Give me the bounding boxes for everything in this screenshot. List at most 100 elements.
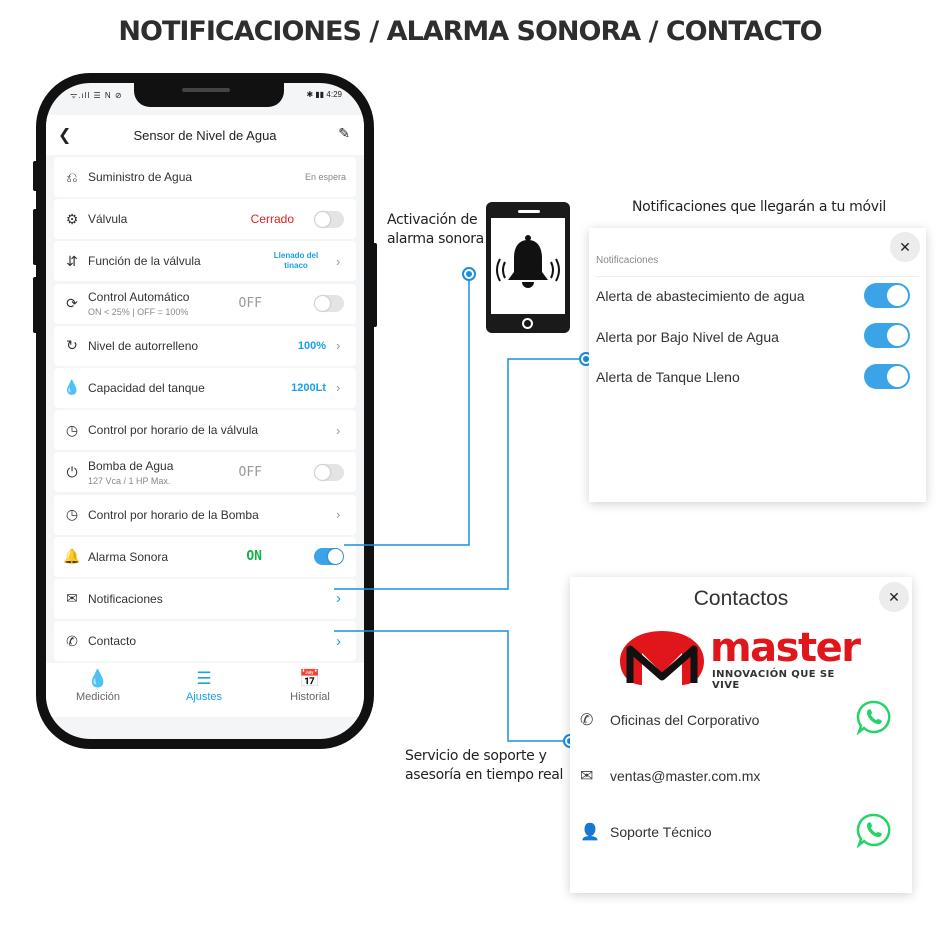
row-pump-schedule[interactable]: ◷ Control por horario de la Bomba ›: [54, 494, 356, 535]
row-label: Control por horario de la válvula: [88, 423, 259, 438]
settings-list: ⎌ Suministro de Agua En espera ⚙ Válvula…: [54, 157, 356, 663]
master-logo: master INNOVACIÓN QUE SE VIVE: [616, 623, 866, 691]
row-tank-capacity[interactable]: 💧 Capacidad del tanque 1200Lt ›: [54, 367, 356, 408]
up-down-arrows-icon: ⇵: [66, 252, 78, 269]
row-contact[interactable]: ✆ Contacto ›: [54, 621, 356, 662]
row-label: Válvula: [88, 212, 128, 227]
contact-label: Soporte Técnico: [610, 824, 712, 840]
notifications-header: Notificaciones: [596, 255, 659, 266]
bell-icon: 🔔: [63, 548, 81, 565]
whatsapp-icon[interactable]: [856, 812, 892, 848]
row-notifications[interactable]: ✉ Notificaciones ›: [54, 578, 356, 619]
app-title: Sensor de Nivel de Agua: [133, 128, 277, 143]
auto-control-toggle[interactable]: [314, 295, 344, 313]
valve-toggle[interactable]: [314, 210, 344, 228]
phone-illustration-screen: [491, 218, 565, 314]
mail-icon: ✉: [580, 768, 594, 785]
phone-volume-up: [33, 209, 38, 265]
sound-alarm-toggle[interactable]: [314, 548, 344, 566]
back-arrow-icon[interactable]: ❮: [58, 127, 72, 144]
tab-label: Historial: [290, 691, 330, 703]
phone-notch: [134, 83, 284, 107]
valve-icon: ⚙: [65, 210, 79, 227]
row-auto-control[interactable]: ⟳ Control Automático ON < 25% | OFF = 10…: [54, 283, 356, 324]
contact-item-offices[interactable]: ✆ Oficinas del Corporativo: [580, 710, 759, 730]
row-label: Suministro de Agua: [88, 170, 193, 184]
mail-icon: ✉: [66, 590, 78, 607]
notification-item-supply: Alerta de abastecimiento de agua: [596, 288, 805, 304]
contact-label: ventas@master.com.mx: [610, 768, 761, 784]
notifications-card: ✕ Notificaciones Alerta de abastecimient…: [589, 228, 926, 502]
row-water-supply[interactable]: ⎌ Suministro de Agua En espera: [54, 157, 356, 197]
phone-mockup: ᯤ.ıll ☰ N ⊘ ✱ ▮▮ 4:29 ❮ Sensor de Nivel …: [33, 73, 377, 749]
status-clock: ✱ ▮▮ 4:29: [306, 90, 342, 99]
row-valve-schedule[interactable]: ◷ Control por horario de la válvula ›: [54, 410, 356, 451]
sliders-icon: ☰: [196, 669, 212, 688]
tab-historial[interactable]: 📅 Historial: [270, 669, 350, 703]
master-m-emblem-icon: [620, 631, 704, 685]
notification-toggle-supply[interactable]: [864, 283, 910, 308]
row-text: Control Automático ON < 25% | OFF = 100%: [84, 290, 239, 317]
tab-label: Medición: [75, 691, 121, 703]
phone-side-button: [33, 161, 38, 191]
person-icon: 👤: [580, 824, 600, 841]
notification-item-full-tank: Alerta de Tanque Lleno: [596, 369, 740, 385]
row-sub: ON < 25% | OFF = 100%: [88, 307, 189, 318]
power-icon: ⏻: [66, 463, 78, 480]
phone-speaker: [518, 210, 540, 213]
edit-pencil-icon[interactable]: ✎: [338, 125, 350, 141]
alarm-label-line1: Activación de: [387, 212, 478, 228]
alarm-connector: [344, 274, 470, 546]
close-icon[interactable]: ✕: [879, 582, 909, 612]
off-stamp: OFF: [238, 296, 262, 312]
contact-item-email[interactable]: ✉ ventas@master.com.mx: [580, 766, 760, 786]
phone-icon: ✆: [580, 712, 594, 729]
row-label: Notificaciones: [88, 591, 163, 606]
row-label: Capacidad del tanque: [88, 380, 205, 395]
phone-home-button: [522, 318, 533, 329]
row-valve-function[interactable]: ⇵ Función de la válvula Llenado del tina…: [54, 241, 356, 282]
page-headline: NOTIFICACIONES / ALARMA SONORA / CONTACT…: [118, 16, 822, 47]
row-label: Control Automático: [88, 290, 190, 305]
row-refill-level[interactable]: ↻ Nivel de autorrelleno 100% ›: [54, 325, 356, 366]
row-label: Control por horario de la Bomba: [88, 507, 259, 522]
chevron-right-icon: ›: [336, 422, 341, 438]
contact-connector: [334, 630, 570, 742]
pump-toggle[interactable]: [314, 463, 344, 481]
refresh-icon: ↻: [66, 337, 78, 354]
contact-item-support[interactable]: 👤 Soporte Técnico: [580, 822, 712, 842]
notifications-callout-label: Notificaciones que llegarán a tu móvil: [632, 199, 886, 215]
chevron-right-icon[interactable]: ›: [336, 632, 341, 650]
auto-cycle-icon: ⟳: [66, 295, 78, 312]
support-label-line2: asesoría en tiempo real: [405, 767, 564, 783]
logo-tagline: INNOVACIÓN QUE SE VIVE: [712, 669, 835, 691]
whatsapp-icon[interactable]: [856, 699, 892, 735]
water-tap-icon: ⎌: [66, 168, 78, 185]
close-icon[interactable]: ✕: [890, 232, 920, 262]
row-text: Bomba de Agua 127 Vca / 1 HP Max.: [84, 459, 239, 486]
phone-volume-down: [33, 277, 38, 333]
notification-toggle-low-level[interactable]: [864, 323, 910, 348]
tab-medicion[interactable]: 💧 Medición: [58, 669, 138, 703]
notification-toggle-full-tank[interactable]: [864, 364, 910, 389]
tab-ajustes[interactable]: ☰ Ajustes: [164, 669, 244, 703]
phone-power-button: [372, 243, 377, 327]
notification-item-low-level: Alerta por Bajo Nivel de Agua: [596, 329, 779, 345]
row-sub: 127 Vca / 1 HP Max.: [88, 475, 171, 486]
divider: [596, 276, 919, 277]
row-label: Nivel de autorrelleno: [88, 338, 199, 353]
row-label: Alarma Sonora: [88, 549, 169, 564]
row-sound-alarm[interactable]: 🔔 Alarma Sonora ON: [54, 536, 356, 577]
row-valve[interactable]: ⚙ Válvula Cerrado: [54, 199, 356, 240]
row-value: Llenado del tinaco: [273, 251, 319, 271]
on-stamp: ON: [246, 549, 262, 565]
row-water-pump[interactable]: ⏻ Bomba de Agua 127 Vca / 1 HP Max. OFF: [54, 452, 356, 493]
valve-status: Cerrado: [250, 212, 294, 227]
water-drop-icon: 💧: [63, 379, 81, 396]
status-bar: ᯤ.ıll ☰ N ⊘ ✱ ▮▮ 4:29: [46, 90, 364, 104]
contacts-title: Contactos: [693, 587, 789, 610]
chevron-right-icon[interactable]: ›: [336, 590, 341, 608]
app-header: ❮ Sensor de Nivel de Agua ✎: [46, 115, 364, 155]
logo-word: master: [710, 625, 861, 671]
